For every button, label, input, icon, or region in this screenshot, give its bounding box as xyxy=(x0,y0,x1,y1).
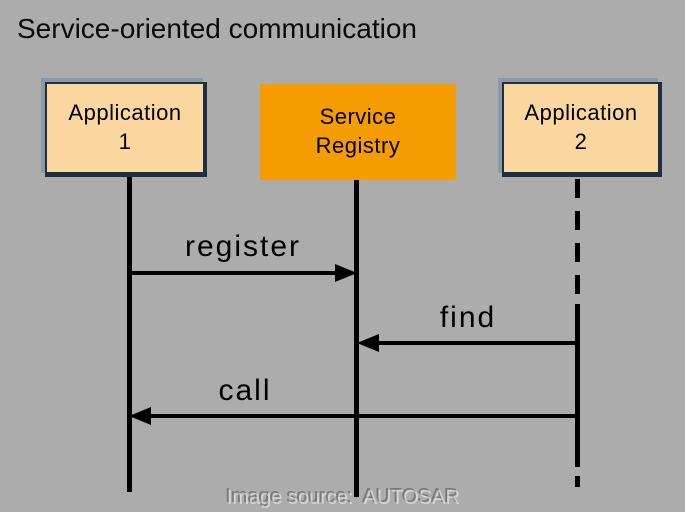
lifeline-application-2-end-dash xyxy=(575,476,580,487)
lifeline-application-2-active xyxy=(575,304,580,467)
actor-box-application-2: Application 2 xyxy=(502,82,662,177)
register-arrowhead xyxy=(335,264,357,282)
find-arrowhead xyxy=(357,334,379,352)
lifeline-application-1 xyxy=(127,177,132,492)
message-line-find xyxy=(379,341,578,345)
message-label-call: call xyxy=(218,374,272,407)
lifeline-service-registry xyxy=(354,180,359,497)
actor-box-service-registry: Service Registry xyxy=(260,84,456,180)
watermark-text: Image source: AUTOSAR xyxy=(225,486,460,508)
message-label-find: find xyxy=(439,301,497,334)
message-label-register: register xyxy=(184,230,302,263)
message-line-register xyxy=(129,271,336,275)
call-arrowhead xyxy=(129,407,151,425)
slide-title: Service-oriented communication xyxy=(17,13,417,44)
lifeline-application-2-dashed xyxy=(575,179,580,304)
message-line-call xyxy=(151,414,578,418)
actor-box-application-1: Application 1 xyxy=(45,82,207,177)
